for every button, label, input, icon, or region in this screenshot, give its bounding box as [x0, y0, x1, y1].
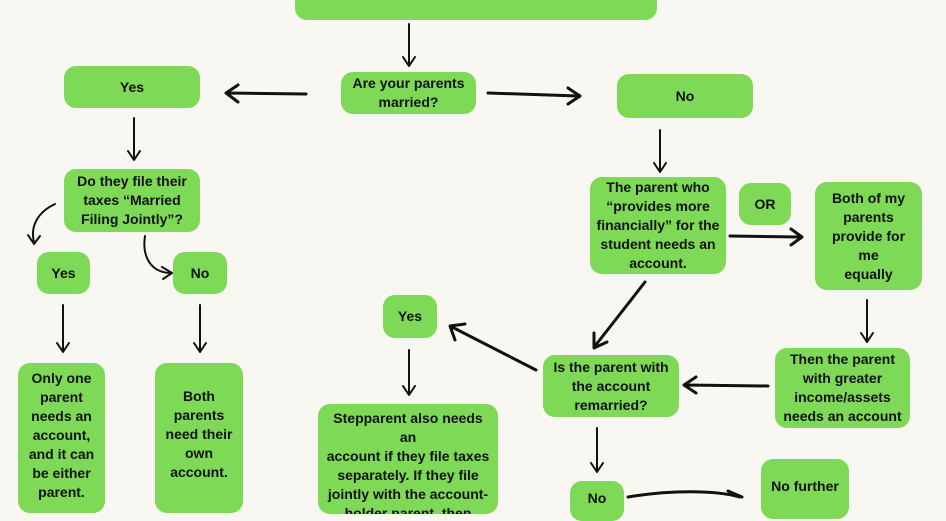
arrow-married-to-no [486, 86, 582, 106]
arrow-provides-to-both [728, 227, 804, 247]
box-one-parent: Only one parent needs an account, and it… [18, 363, 105, 513]
question-remarried: Is the parent with the account remarried… [543, 355, 679, 417]
top-cutoff-box [295, 0, 657, 20]
arrow-jointly-to-no [143, 235, 173, 280]
arrow-no-to-further [626, 489, 744, 499]
answer-jointly-no: No [173, 252, 227, 294]
box-both-provide-equally: Both of my parents provide for me equall… [815, 182, 922, 290]
label-or: OR [739, 183, 791, 225]
arrow-jointly-no-down [193, 304, 207, 353]
arrow-both-down [860, 299, 874, 343]
arrow-remarried-no-down [590, 427, 604, 473]
answer-remarried-no: No [570, 481, 624, 521]
box-both-parents: Both parents need their own account. [155, 363, 243, 513]
question-file-jointly: Do they file their taxes “Married Filing… [64, 169, 200, 232]
arrow-remarried-to-yes [448, 322, 538, 372]
arrow-yes-to-jointly [127, 117, 141, 161]
box-greater-income: Then the parent with greater income/asse… [775, 348, 910, 428]
box-no-further: No further [761, 459, 849, 519]
arrow-married-to-yes [224, 83, 308, 104]
question-parents-married: Are your parents married? [341, 72, 476, 114]
answer-remarried-yes: Yes [383, 295, 437, 338]
arrow-income-to-remarried [682, 375, 770, 395]
arrow-jointly-yes-down [56, 304, 70, 353]
arrow-no-to-provides [653, 129, 667, 173]
answer-yes-married: Yes [64, 66, 200, 108]
answer-no-married: No [617, 74, 753, 118]
connector-arrows [27, 23, 874, 499]
arrow-top-to-question [402, 23, 416, 67]
box-stepparent: Stepparent also needs an account if they… [318, 404, 498, 514]
arrow-provides-to-remarried [592, 280, 647, 350]
box-provides-more: The parent who “provides more financiall… [590, 177, 726, 274]
answer-jointly-yes: Yes [37, 252, 90, 294]
arrow-remarried-yes-down [402, 349, 416, 396]
arrow-jointly-to-yes [27, 203, 56, 245]
